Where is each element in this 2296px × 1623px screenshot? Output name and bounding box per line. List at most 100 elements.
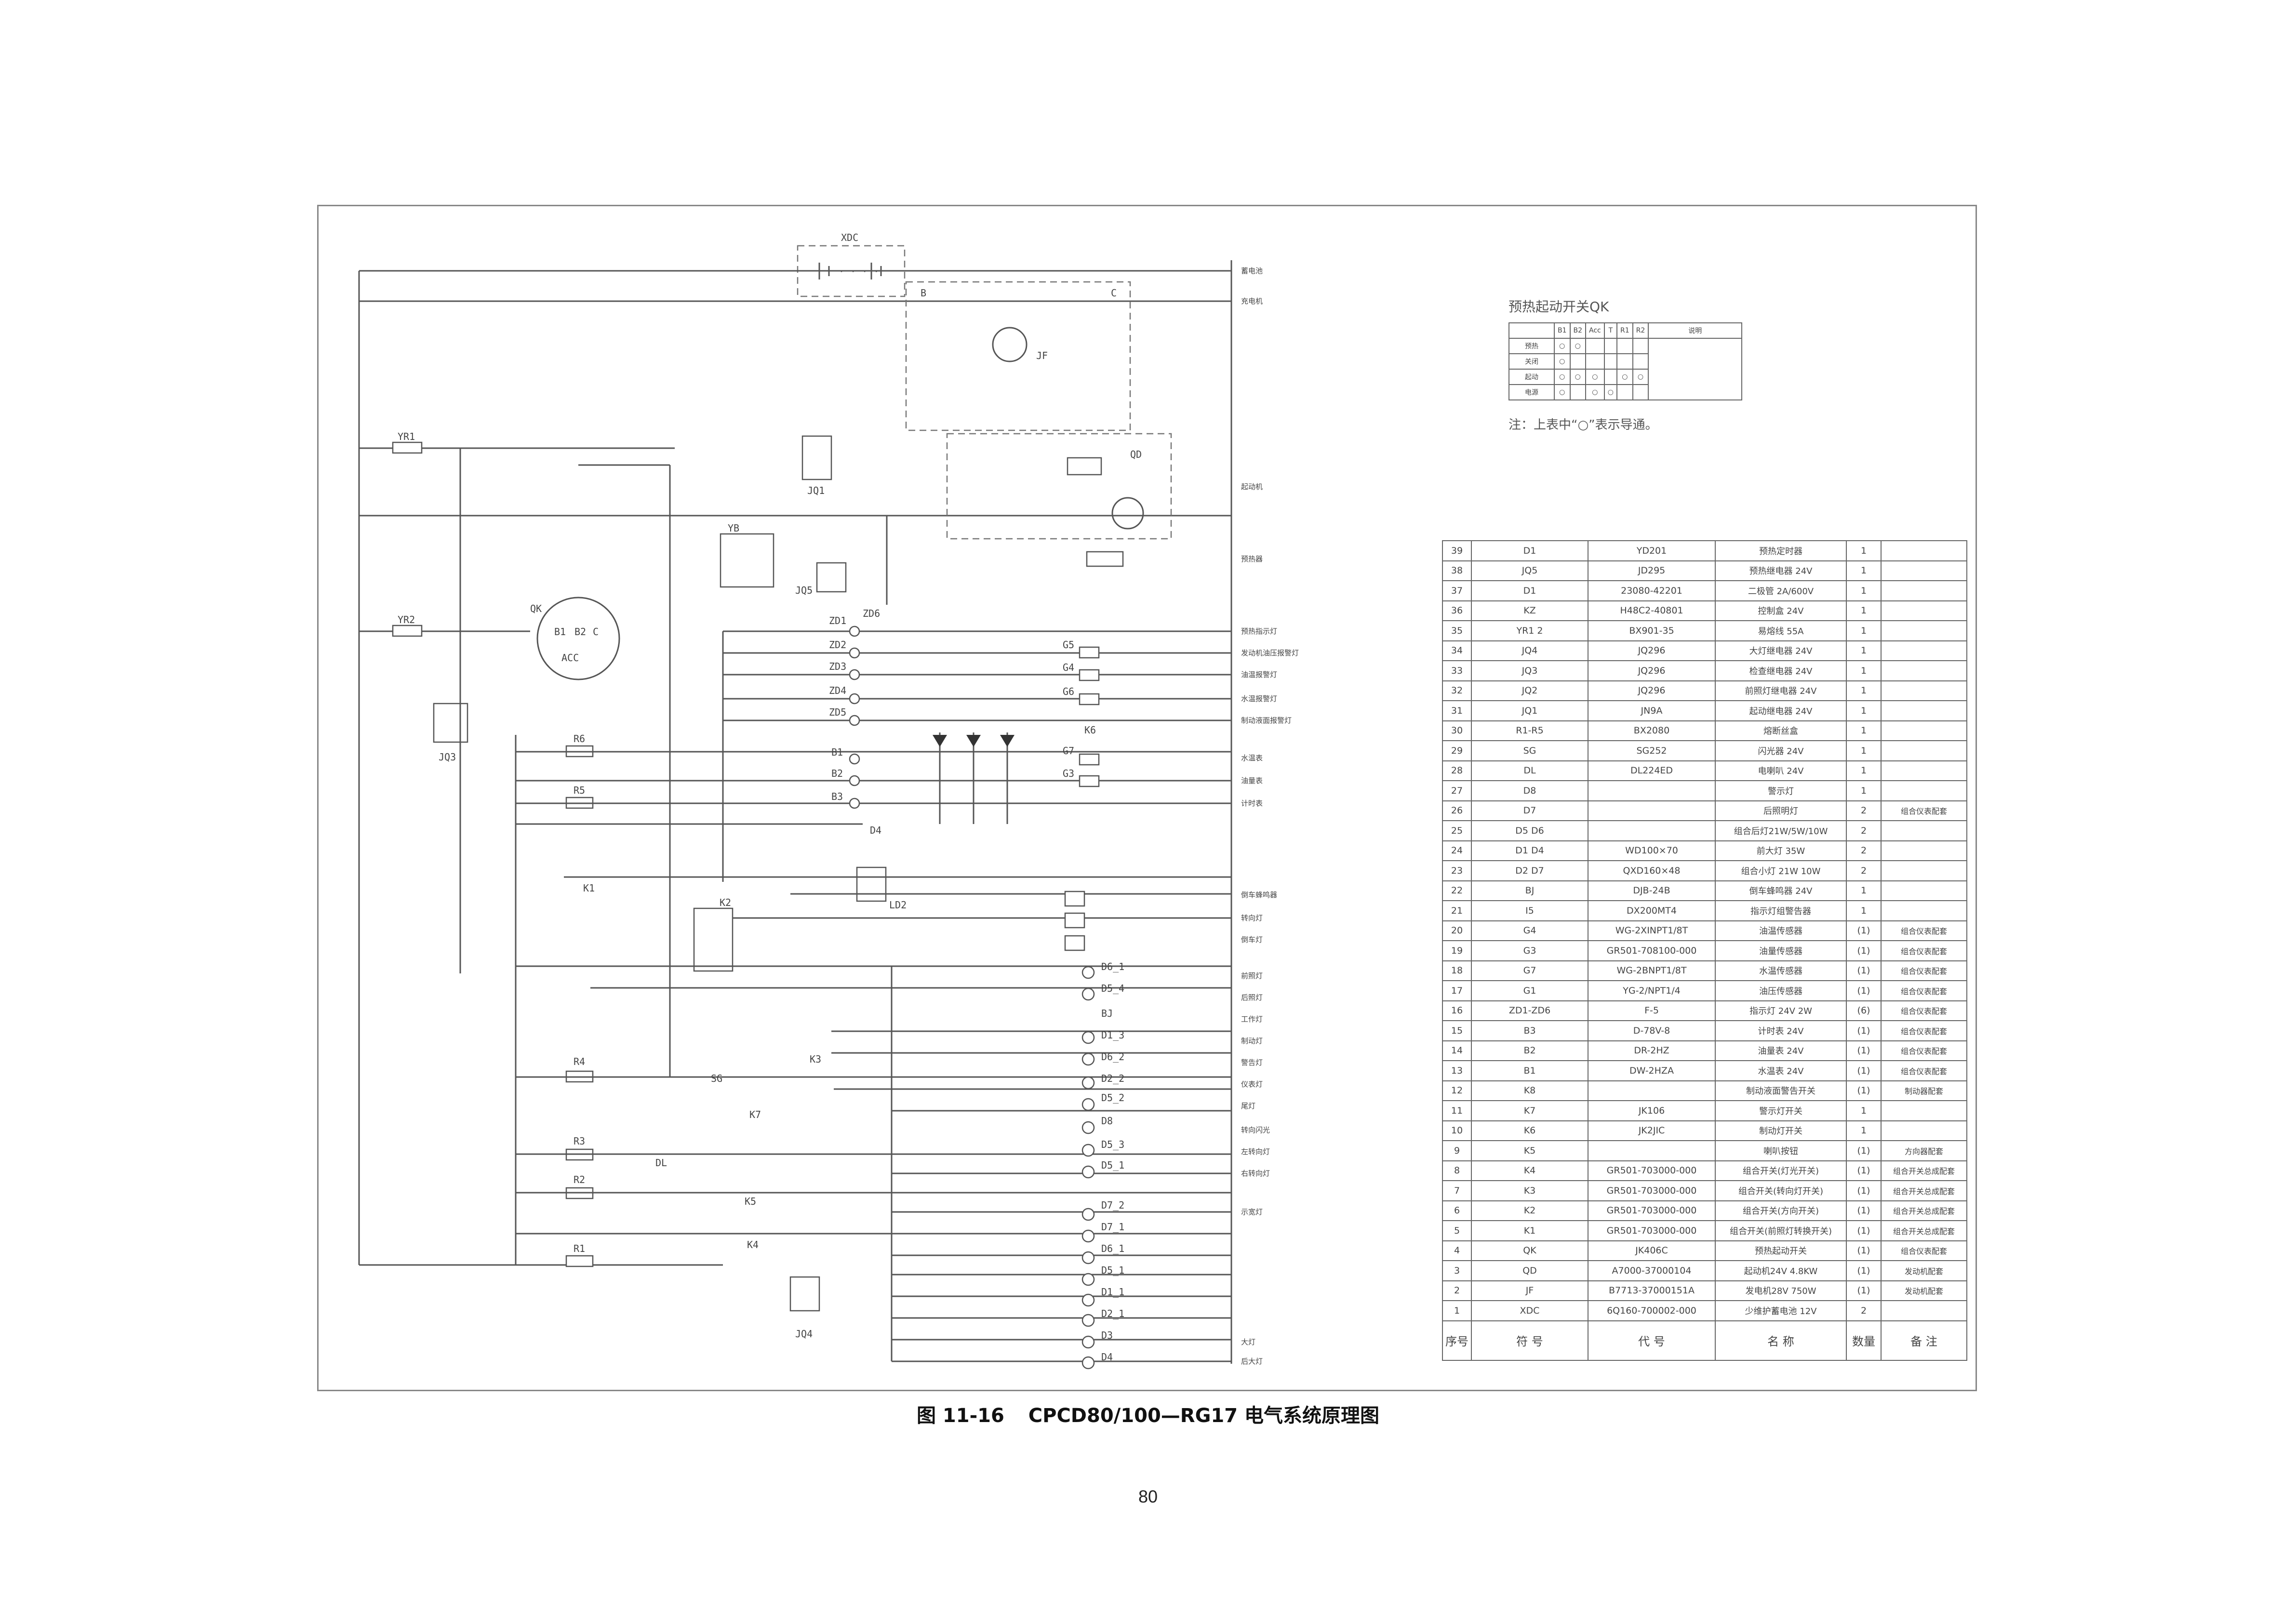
bom-cell-qty: 2 bbox=[1846, 860, 1882, 881]
bom-cell-no: 17 bbox=[1442, 980, 1472, 1001]
bom-header-symbol: 符 号 bbox=[1471, 1320, 1589, 1361]
bom-cell-remark bbox=[1881, 680, 1967, 701]
label-k3: K3 bbox=[810, 1053, 821, 1065]
bom-cell-remark: 组合开关总成配套 bbox=[1881, 1220, 1967, 1241]
bom-cell-qty: 1 bbox=[1846, 600, 1882, 621]
bom-cell-symbol: G4 bbox=[1471, 920, 1589, 941]
label-r4: R4 bbox=[574, 1056, 585, 1067]
label-zd4: ZD4 bbox=[829, 685, 846, 696]
bom-cell-no: 16 bbox=[1442, 1000, 1472, 1021]
bom-cell-code: QXD160×48 bbox=[1588, 860, 1716, 881]
label-d1-1: D1_1 bbox=[1101, 1286, 1124, 1298]
bom-cell-code: YD201 bbox=[1588, 540, 1716, 561]
label-d4-b: D4 bbox=[1101, 1351, 1113, 1363]
bom-cell-code: JQ296 bbox=[1588, 640, 1716, 661]
bom-cell-no: 2 bbox=[1442, 1280, 1472, 1301]
relay-jq3 bbox=[433, 703, 468, 743]
bom-cell-symbol: K7 bbox=[1471, 1100, 1589, 1121]
bom-header-qty: 数量 bbox=[1846, 1320, 1882, 1361]
label-jq4: JQ4 bbox=[795, 1328, 813, 1340]
label-k5: K5 bbox=[745, 1196, 756, 1207]
bom-cell-no: 21 bbox=[1442, 900, 1472, 921]
lamp-group bbox=[516, 965, 1231, 1370]
bom-cell-qty: (1) bbox=[1846, 1260, 1882, 1281]
bom-cell-no: 20 bbox=[1442, 920, 1472, 941]
bom-cell-no: 30 bbox=[1442, 720, 1472, 741]
bom-header-no: 序号 bbox=[1442, 1320, 1472, 1361]
bom-cell-no: 37 bbox=[1442, 580, 1472, 601]
bom-cell-symbol: K5 bbox=[1471, 1140, 1589, 1161]
bom-cell-name: 电喇叭 24V bbox=[1715, 760, 1847, 781]
bom-cell-name: 控制盒 24V bbox=[1715, 600, 1847, 621]
bom-cell-qty: 2 bbox=[1846, 1300, 1882, 1321]
bom-cell-symbol: D2 D7 bbox=[1471, 860, 1589, 881]
bom-cell-name: 组合开关(灯光开关) bbox=[1715, 1160, 1847, 1181]
bom-cell-remark bbox=[1881, 720, 1967, 741]
bom-cell-no: 7 bbox=[1442, 1180, 1472, 1201]
bom-cell-symbol: K6 bbox=[1471, 1120, 1589, 1141]
bom-cell-qty: 1 bbox=[1846, 780, 1882, 801]
bom-cell-symbol: QD bbox=[1471, 1260, 1589, 1281]
bom-cell-name: 组合开关(转向灯开关) bbox=[1715, 1180, 1847, 1201]
sig-2: 起动机 bbox=[1241, 482, 1263, 491]
label-qk: QK bbox=[530, 603, 542, 614]
sensor-g7 bbox=[1079, 753, 1100, 766]
ph-col: R2 bbox=[1632, 322, 1649, 339]
switch-k2 bbox=[693, 907, 734, 972]
ph-row: 预热 bbox=[1508, 338, 1555, 354]
bom-cell-symbol: ZD1-ZD6 bbox=[1471, 1000, 1589, 1021]
bom-cell-name: 水温表 24V bbox=[1715, 1060, 1847, 1081]
bom-cell-symbol: JQ2 bbox=[1471, 680, 1589, 701]
label-k1: K1 bbox=[583, 882, 595, 894]
bom-header-code: 代 号 bbox=[1588, 1320, 1716, 1361]
bom-cell-remark bbox=[1881, 840, 1967, 861]
bom-cell-name: 计时表 24V bbox=[1715, 1020, 1847, 1041]
bom-cell-qty: 1 bbox=[1846, 580, 1882, 601]
sig-25: 示宽灯 bbox=[1241, 1208, 1263, 1216]
bom-cell-code bbox=[1588, 780, 1716, 801]
bom-cell-remark: 方向器配套 bbox=[1881, 1140, 1967, 1161]
bom-cell-symbol: K2 bbox=[1471, 1200, 1589, 1221]
bom-cell-code: JK106 bbox=[1588, 1100, 1716, 1121]
label-r5: R5 bbox=[574, 785, 585, 796]
diode-3 bbox=[1000, 735, 1015, 747]
bom-cell-code: WD100×70 bbox=[1588, 840, 1716, 861]
bom-cell-remark: 组合仪表配套 bbox=[1881, 980, 1967, 1001]
bom-cell-no: 36 bbox=[1442, 600, 1472, 621]
bom-cell-remark bbox=[1881, 1300, 1967, 1321]
bom-cell-code: DL224ED bbox=[1588, 760, 1716, 781]
bom-cell-no: 29 bbox=[1442, 740, 1472, 761]
bom-cell-name: 指示灯 24V 2W bbox=[1715, 1000, 1847, 1021]
sig-19: 警告灯 bbox=[1241, 1058, 1263, 1067]
bom-cell-symbol: D7 bbox=[1471, 800, 1589, 821]
bom-cell-code: GR501-708100-000 bbox=[1588, 940, 1716, 961]
bom-cell-symbol: R1-R5 bbox=[1471, 720, 1589, 741]
ph-col: 说明 bbox=[1648, 322, 1743, 339]
bom-cell-remark bbox=[1881, 580, 1967, 601]
bom-cell-symbol: D1 bbox=[1471, 540, 1589, 561]
ph-row: 电源 bbox=[1508, 384, 1555, 400]
bom-cell-name: 少维护蓄电池 12V bbox=[1715, 1300, 1847, 1321]
bom-cell-qty: 1 bbox=[1846, 900, 1882, 921]
sig-27: 后大灯 bbox=[1241, 1357, 1263, 1366]
label-bj: BJ bbox=[1101, 1008, 1113, 1019]
bom-cell-remark bbox=[1881, 620, 1967, 641]
sig-24: 右转向灯 bbox=[1241, 1169, 1270, 1178]
bom-cell-qty: (1) bbox=[1846, 1080, 1882, 1101]
bom-cell-symbol: DL bbox=[1471, 760, 1589, 781]
bom-cell-code: 23080-42201 bbox=[1588, 580, 1716, 601]
bom-cell-qty: 2 bbox=[1846, 820, 1882, 841]
bom-cell-code: A7000-37000104 bbox=[1588, 1260, 1716, 1281]
bom-cell-qty: 1 bbox=[1846, 880, 1882, 901]
label-zd3: ZD3 bbox=[829, 661, 846, 672]
label-dl: DL bbox=[655, 1157, 667, 1169]
label-g6: G6 bbox=[1063, 686, 1074, 697]
bom-cell-remark: 组合仪表配套 bbox=[1881, 1060, 1967, 1081]
bom-cell-no: 8 bbox=[1442, 1160, 1472, 1181]
